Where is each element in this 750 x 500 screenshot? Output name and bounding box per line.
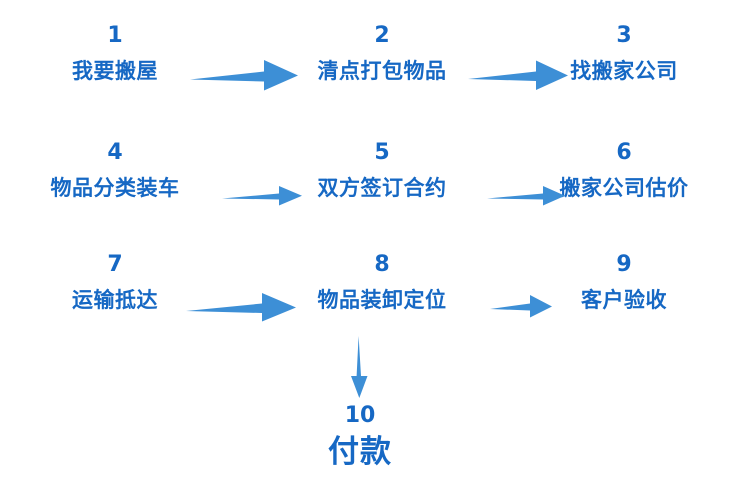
step-label: 客户验收 (581, 288, 667, 312)
flow-step-5: 5 双方签订合约 (318, 141, 447, 201)
step-number: 7 (107, 252, 123, 277)
flow-step-7: 7 运输抵达 (72, 253, 158, 313)
arrow-right-icon (468, 57, 568, 93)
step-label: 清点打包物品 (317, 59, 447, 83)
step-number: 3 (616, 23, 632, 48)
step-label: 搬家公司估价 (559, 176, 689, 200)
arrow-right-icon (490, 292, 552, 320)
flow-step-4: 4 物品分类装车 (51, 141, 180, 201)
step-label: 物品装卸定位 (317, 288, 447, 312)
flow-step-3: 3 找搬家公司 (570, 24, 678, 84)
step-number: 1 (107, 23, 123, 48)
step-number: 5 (374, 140, 390, 165)
flow-step-6: 6 搬家公司估价 (560, 141, 689, 201)
step-number: 9 (616, 252, 632, 277)
arrow-right-icon (222, 184, 302, 208)
step-label: 找搬家公司 (570, 59, 678, 83)
step-label: 物品分类装车 (50, 176, 180, 200)
step-label: 双方签订合约 (317, 176, 447, 200)
step-number: 10 (344, 403, 376, 428)
arrow-down-icon (341, 336, 377, 406)
step-number: 2 (374, 23, 390, 48)
flow-step-8: 8 物品装卸定位 (318, 253, 447, 313)
arrow-right-icon (190, 57, 298, 93)
flow-step-1: 1 我要搬屋 (72, 24, 158, 84)
flow-step-9: 9 客户验收 (581, 253, 667, 313)
arrow-right-icon (487, 184, 565, 208)
arrow-right-icon (186, 290, 296, 324)
flow-step-10: 10 付款 (328, 403, 392, 471)
step-label: 我要搬屋 (72, 59, 158, 83)
step-number: 6 (616, 140, 632, 165)
step-label: 付款 (328, 434, 392, 470)
step-label: 运输抵达 (72, 288, 158, 312)
step-number: 4 (107, 140, 123, 165)
flow-step-2: 2 清点打包物品 (318, 24, 447, 84)
step-number: 8 (374, 252, 390, 277)
